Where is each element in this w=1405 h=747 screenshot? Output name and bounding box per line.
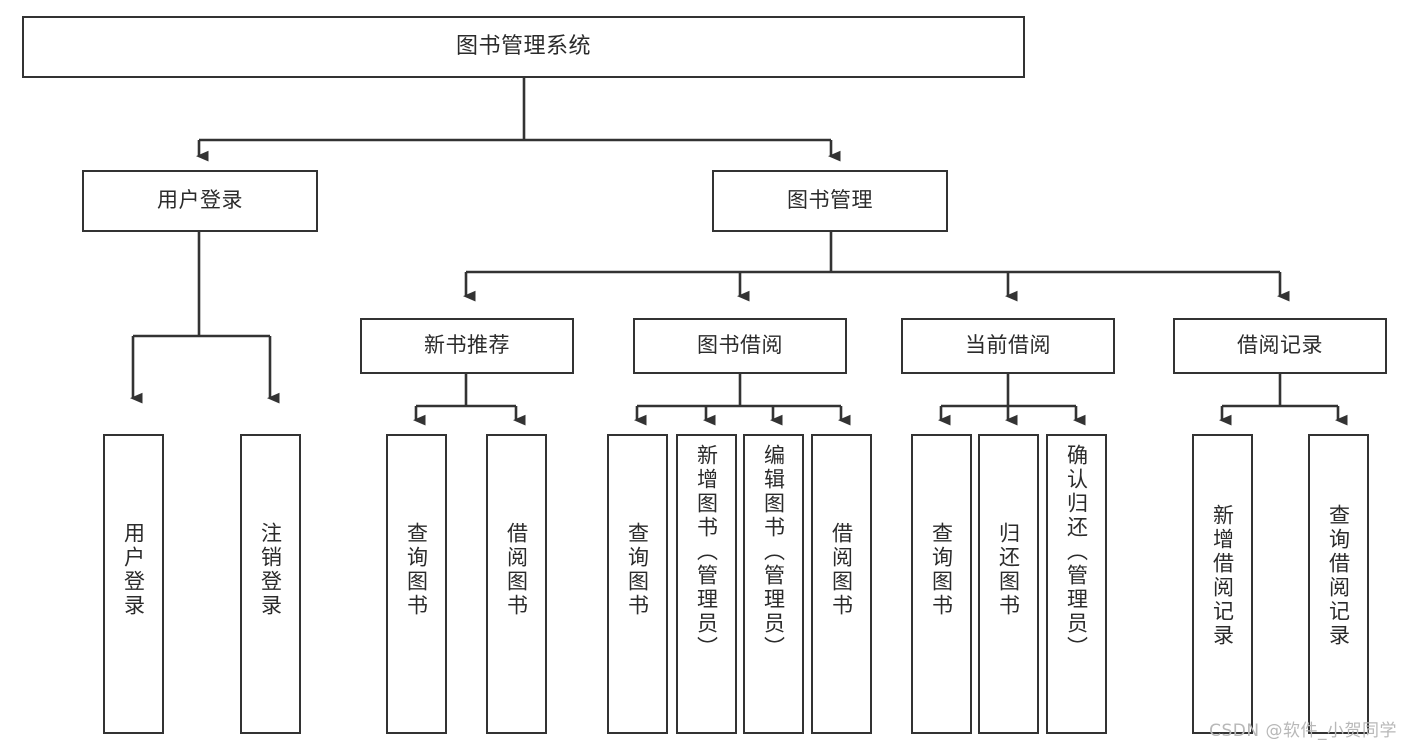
node-borrow-record[interactable]: 借阅记录 [1173, 318, 1387, 374]
node-book-management[interactable]: 图书管理 [712, 170, 948, 232]
leaf-borrow-record-add-record[interactable]: 新增借阅记录 [1192, 434, 1253, 734]
node-label: 新增图书（管理员） [694, 444, 719, 660]
leaf-new-book-query-book[interactable]: 查询图书 [386, 434, 447, 734]
node-book-borrow[interactable]: 图书借阅 [633, 318, 847, 374]
node-label: 用户登录 [121, 522, 146, 618]
node-label: 新书推荐 [424, 333, 510, 358]
node-label: 新增借阅记录 [1210, 504, 1235, 648]
leaf-borrow-record-query-record[interactable]: 查询借阅记录 [1308, 434, 1369, 734]
node-label: 查询图书 [404, 522, 429, 618]
node-current-borrow[interactable]: 当前借阅 [901, 318, 1115, 374]
node-label: 借阅图书 [829, 522, 854, 618]
leaf-user-login-logout[interactable]: 注销登录 [240, 434, 301, 734]
node-label: 借阅图书 [504, 522, 529, 618]
node-label: 查询图书 [929, 522, 954, 618]
leaf-book-borrow-edit-book-admin[interactable]: 编辑图书（管理员） [743, 434, 804, 734]
node-user-login[interactable]: 用户登录 [82, 170, 318, 232]
node-label: 归还图书 [996, 522, 1021, 618]
leaf-current-borrow-confirm-return-admin[interactable]: 确认归还（管理员） [1046, 434, 1107, 734]
leaf-user-login-signin[interactable]: 用户登录 [103, 434, 164, 734]
node-label: 用户登录 [157, 188, 243, 213]
leaf-new-book-borrow-book[interactable]: 借阅图书 [486, 434, 547, 734]
leaf-current-borrow-return-book[interactable]: 归还图书 [978, 434, 1039, 734]
node-label: 确认归还（管理员） [1064, 444, 1089, 660]
node-label: 图书借阅 [697, 333, 783, 358]
node-label: 图书管理系统 [455, 33, 591, 59]
leaf-current-borrow-query-book[interactable]: 查询图书 [911, 434, 972, 734]
node-label: 查询借阅记录 [1326, 504, 1351, 648]
node-new-book-recommendation[interactable]: 新书推荐 [360, 318, 574, 374]
leaf-book-borrow-query-book[interactable]: 查询图书 [607, 434, 668, 734]
node-label: 编辑图书（管理员） [761, 444, 786, 660]
node-root-book-management-system[interactable]: 图书管理系统 [22, 16, 1025, 78]
node-label: 借阅记录 [1237, 333, 1323, 358]
node-label: 当前借阅 [965, 333, 1051, 358]
node-label: 查询图书 [625, 522, 650, 618]
leaf-book-borrow-borrow-book[interactable]: 借阅图书 [811, 434, 872, 734]
node-label: 图书管理 [787, 188, 873, 213]
watermark-label: CSDN @软件_小贺同学 [1209, 721, 1397, 741]
node-label: 注销登录 [258, 522, 283, 618]
leaf-book-borrow-add-book-admin[interactable]: 新增图书（管理员） [676, 434, 737, 734]
